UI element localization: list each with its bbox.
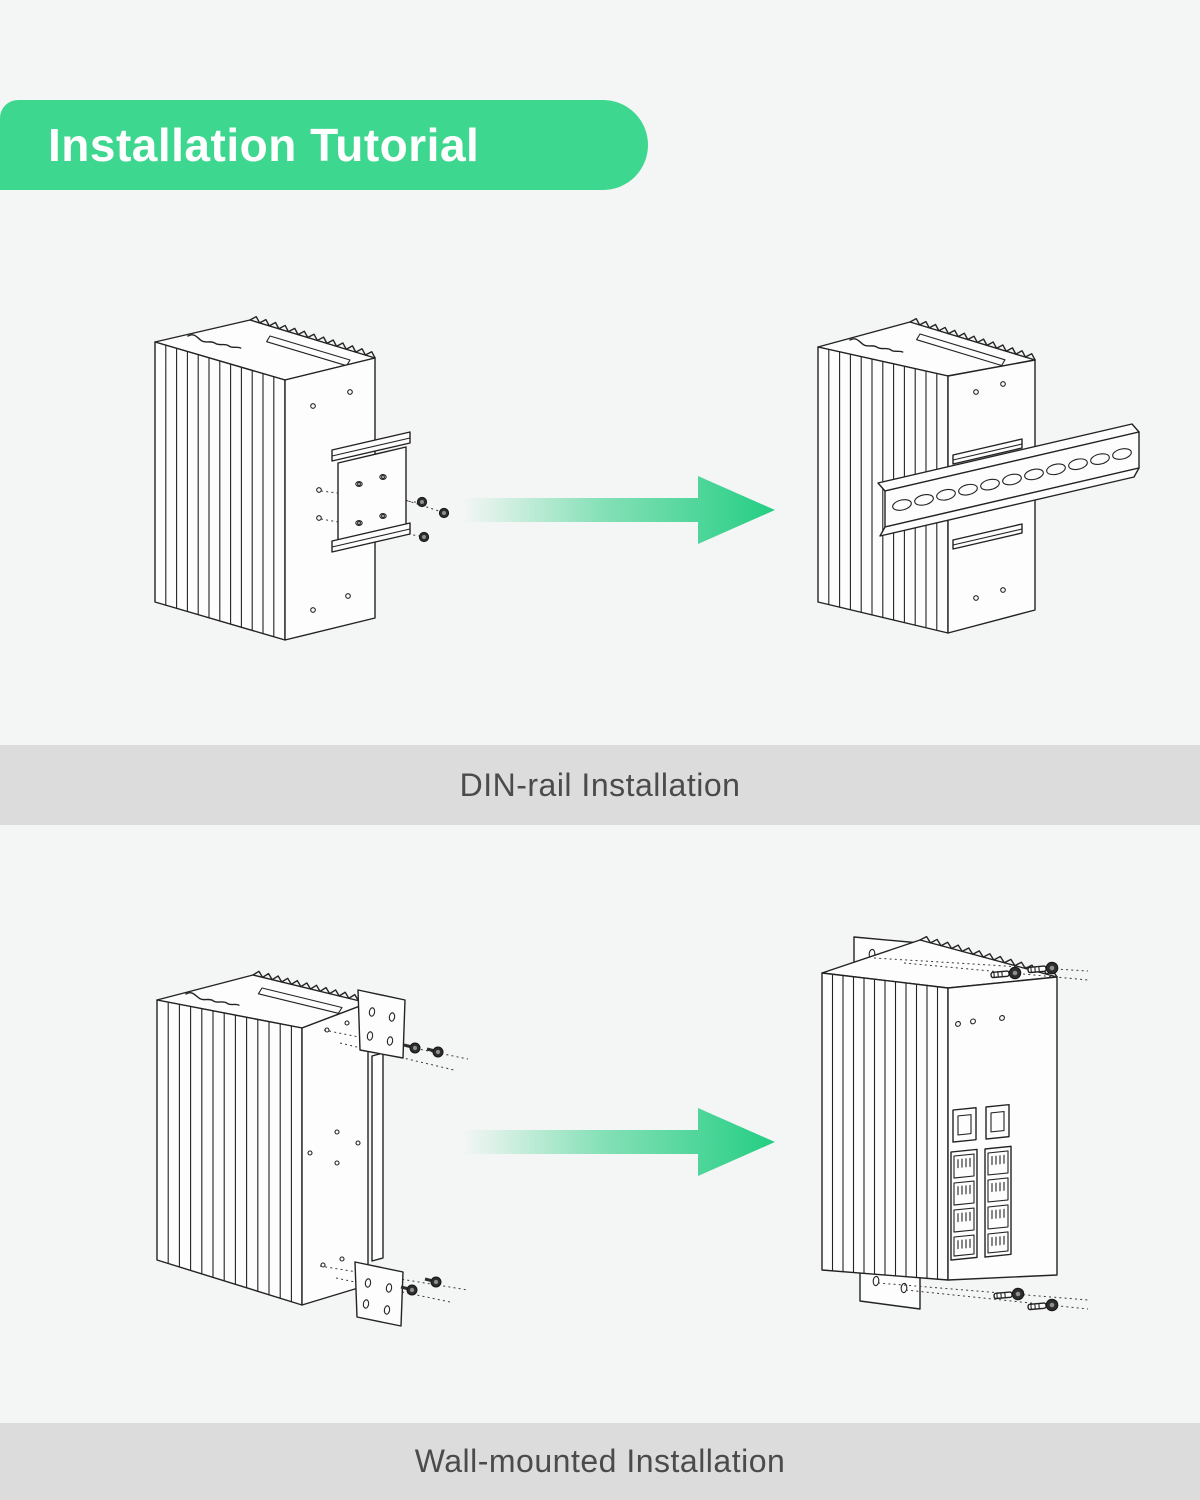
top-vent-strip <box>257 987 343 1014</box>
device-with-wall-brackets-exploded-illustration <box>156 970 469 1327</box>
brand-logo-squiggle <box>187 334 242 349</box>
screw-icon <box>990 961 1059 1312</box>
device-heatsink <box>156 970 369 1306</box>
screw-icon <box>416 496 450 543</box>
heatsink-fins <box>165 344 275 638</box>
page-title: Installation Tutorial <box>48 119 480 171</box>
arrow-right-icon <box>462 1108 775 1176</box>
brand-logo-squiggle <box>185 992 240 1006</box>
clip-holes <box>355 474 387 526</box>
rear-panel-holes <box>973 381 1006 601</box>
device-wall-mounted-front-illustration <box>821 935 1089 1312</box>
device-mounted-on-din-rail-illustration <box>817 317 1140 634</box>
din-clip <box>331 431 411 553</box>
sfp-ports <box>952 1103 1010 1143</box>
arrow-right-icon <box>462 476 775 544</box>
device-heatsink <box>821 935 1058 1281</box>
heatsink-fins <box>167 1001 292 1303</box>
section-caption-bar: DIN-rail Installation <box>0 745 1200 825</box>
status-leds <box>955 1015 1005 1027</box>
screw-icon <box>400 1042 444 1296</box>
heatsink-fins <box>831 973 939 1280</box>
device-heatsink <box>817 317 1036 634</box>
device-heatsink <box>154 315 376 641</box>
front-panel-details <box>950 1015 1012 1261</box>
rear-panel-holes <box>310 389 353 613</box>
brand-logo-squiggle <box>849 338 904 353</box>
section-caption: Wall-mounted Installation <box>414 1443 786 1479</box>
section-caption: DIN-rail Installation <box>459 766 741 803</box>
din-rail <box>877 423 1140 537</box>
rail-slots <box>892 448 1132 511</box>
wall-bracket <box>354 989 406 1327</box>
section-caption-bar: Wall-mounted Installation <box>0 1423 1200 1500</box>
title-banner: Installation Tutorial <box>0 100 648 190</box>
device-rear-panel <box>284 357 376 641</box>
bracket-arm <box>371 1052 384 1262</box>
device-with-din-clip-exploded-illustration <box>154 315 450 641</box>
rj45-ports <box>950 1145 1012 1261</box>
